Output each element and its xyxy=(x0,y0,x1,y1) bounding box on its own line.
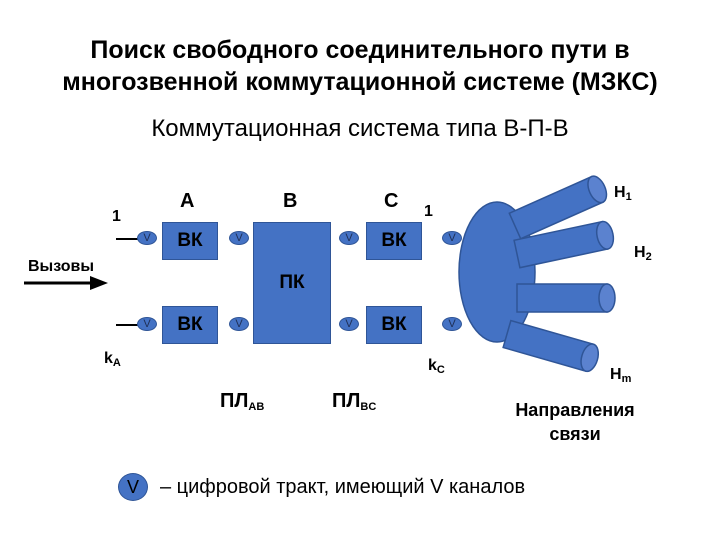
direction-cylinder-3 xyxy=(516,283,616,313)
title-line-2: многозвенной коммутационной системе (МЗК… xyxy=(62,68,658,96)
directions-caption: Направления связи xyxy=(480,398,670,446)
subtitle: Коммутационная система типа В-П-В xyxy=(151,115,569,142)
stage-label-b: B xyxy=(283,190,298,212)
stage-label-c: C xyxy=(384,190,399,212)
digital-path-a-in-top: V xyxy=(137,231,157,245)
calls-label: Вызовы xyxy=(28,258,95,275)
vk-block-a-top: ВК xyxy=(162,222,218,260)
input-line-bottom xyxy=(116,324,144,326)
vk-block-c-bottom: ВК xyxy=(366,306,422,344)
direction-label-h1: H1 xyxy=(614,184,632,203)
directions-caption-line-1: Направления xyxy=(515,400,635,420)
link-label-ab: ПЛAB xyxy=(220,390,265,413)
direction-label-hm: Hm xyxy=(610,366,632,385)
vk-block-c-top: ВК xyxy=(366,222,422,260)
pk-block-b: ПК xyxy=(253,222,331,344)
digital-path-ab-bottom: V xyxy=(229,317,249,331)
digital-path-a-in-bottom: V xyxy=(137,317,157,331)
stage-label-a: A xyxy=(180,190,195,212)
input-line-top xyxy=(116,238,144,240)
direction-cylinder-2 xyxy=(513,220,615,269)
vk-block-a-bottom: ВК xyxy=(162,306,218,344)
page-title: Поиск свободного соединительного пути в … xyxy=(0,34,720,98)
line-number-a-top: 1 xyxy=(112,208,121,225)
directions-caption-line-2: связи xyxy=(549,424,601,444)
digital-path-bc-bottom: V xyxy=(339,317,359,331)
outgoing-bundle-ellipse xyxy=(458,201,536,343)
direction-cylinder-1 xyxy=(508,175,608,240)
line-count-kc: kC xyxy=(428,357,445,376)
directions-bundle xyxy=(458,175,616,373)
digital-path-bc-top: V xyxy=(339,231,359,245)
direction-cylinder-m xyxy=(502,319,600,373)
title-line-1: Поиск свободного соединительного пути в xyxy=(90,36,630,64)
line-number-c-top: 1 xyxy=(424,203,433,220)
digital-path-c-out-top: V xyxy=(442,231,462,245)
legend-symbol: V xyxy=(118,473,148,501)
legend-text: – цифровой тракт, имеющий V каналов xyxy=(160,476,526,498)
digital-path-c-out-bottom: V xyxy=(442,317,462,331)
calls-arrow-icon xyxy=(24,276,108,290)
digital-path-ab-top: V xyxy=(229,231,249,245)
direction-label-h2: H2 xyxy=(634,244,652,263)
link-label-bc: ПЛBC xyxy=(332,390,377,413)
line-count-ka: kA xyxy=(104,350,121,369)
